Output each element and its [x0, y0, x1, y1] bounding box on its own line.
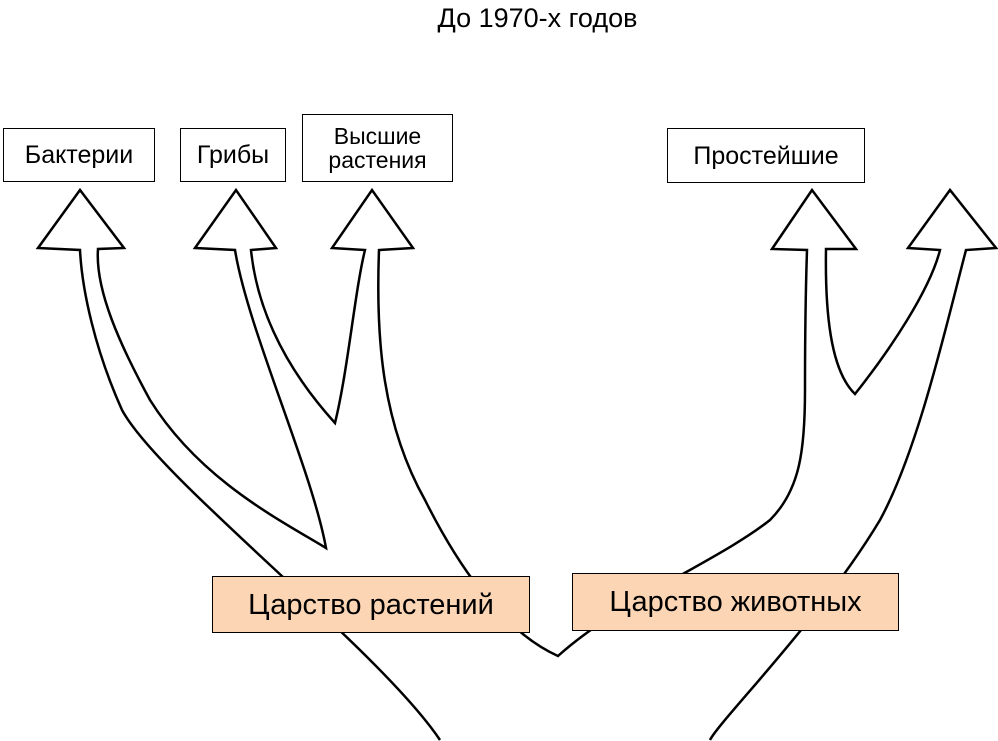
- node-plant-kingdom: Царство растений: [212, 576, 530, 633]
- node-protists-label: Простейшие: [693, 141, 839, 170]
- node-animal-kingdom-label: Царство животных: [609, 586, 862, 618]
- node-protists: Простейшие: [667, 128, 865, 183]
- node-higher-plants-label-line1: Высшие: [333, 123, 422, 149]
- node-animal-kingdom: Царство животных: [572, 573, 899, 631]
- node-fungi: Грибы: [180, 128, 286, 182]
- node-fungi-label: Грибы: [196, 141, 270, 169]
- diagram-title: До 1970-х годов: [437, 3, 638, 33]
- node-plant-kingdom-label: Царство растений: [248, 588, 494, 621]
- left-trunk-with-bacteria-arrow: [35, 187, 998, 741]
- node-bacteria: Бактерии: [3, 128, 155, 182]
- node-higher-plants: Высшие растения: [302, 114, 453, 182]
- node-higher-plants-label-line2: растения: [328, 147, 427, 173]
- node-bacteria-label: Бактерии: [24, 141, 134, 169]
